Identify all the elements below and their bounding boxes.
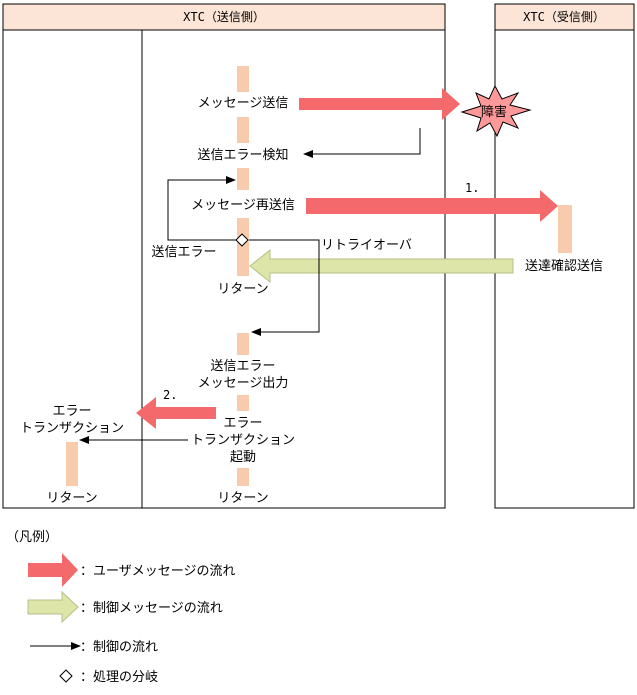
label-return-2: リターン <box>217 491 268 506</box>
activation-bar <box>558 205 572 253</box>
legend-user-msg-arrow-icon <box>28 553 78 587</box>
legend-ctrl-msg-arrow-icon <box>27 590 79 624</box>
receiver-lane <box>494 3 635 509</box>
legend-branch-label: ：処理の分岐 <box>80 670 158 685</box>
user-message-arrow <box>136 397 216 429</box>
receiver-header <box>494 3 635 31</box>
label-error-tx-1: エラー <box>52 404 91 419</box>
label-return-3: リターン <box>46 491 97 506</box>
label-error-tx-2: トランザクション <box>20 421 124 436</box>
control-flow-arrow <box>167 176 236 241</box>
user-message-arrow <box>299 88 460 120</box>
label-num-1: 1. <box>465 181 479 195</box>
label-error-tx-start-2: トランザクション <box>191 433 295 448</box>
legend-ctrl-msg-label: ：制御メッセージの流れ <box>80 601 223 616</box>
label-msg-send: メッセージ送信 <box>198 96 289 111</box>
label-error-detect: 送信エラー検知 <box>197 147 288 163</box>
activation-bar <box>237 66 249 92</box>
sender-lane <box>2 3 446 509</box>
control-flow-arrow <box>303 128 421 158</box>
legend-ctrl-flow-label: ：制御の流れ <box>80 640 158 655</box>
sender-header-label: XTC（送信側） <box>183 9 265 24</box>
activation-bar <box>237 333 249 355</box>
label-retry-over: リトライオーバ <box>321 238 412 253</box>
label-return-1: リターン <box>217 282 268 297</box>
control-flow-arrow <box>249 239 320 336</box>
label-error-msg-out-1: 送信エラー <box>210 359 275 374</box>
activation-bar <box>237 468 249 486</box>
receiver-header-label: XTC（受信側） <box>523 10 605 24</box>
control-message-arrow <box>249 248 514 284</box>
label-error-msg-out-2: メッセージ出力 <box>198 376 289 391</box>
fault-label: 障害 <box>481 104 507 120</box>
activation-bar <box>237 117 249 143</box>
user-message-arrow <box>306 190 558 222</box>
label-send-error: 送信エラー <box>151 245 216 260</box>
activation-bar <box>66 442 78 486</box>
label-ack-send: 送達確認送信 <box>525 258 603 274</box>
legend-branch-diamond-icon <box>59 669 73 683</box>
label-error-tx-start-3: 起動 <box>230 450 256 465</box>
label-num-2: 2. <box>163 388 177 402</box>
activation-bar <box>237 168 249 190</box>
legend-user-msg-label: ：ユーザメッセージの流れ <box>80 564 235 579</box>
label-error-tx-start-1: エラー <box>223 416 262 431</box>
fault-burst-icon <box>460 84 532 138</box>
label-msg-resend: メッセージ再送信 <box>191 198 295 213</box>
legend-title: （凡例） <box>6 530 58 545</box>
sender-header <box>2 3 446 31</box>
branch-diamond-icon <box>235 233 249 247</box>
activation-bar <box>237 218 249 276</box>
activation-bar <box>237 395 249 411</box>
